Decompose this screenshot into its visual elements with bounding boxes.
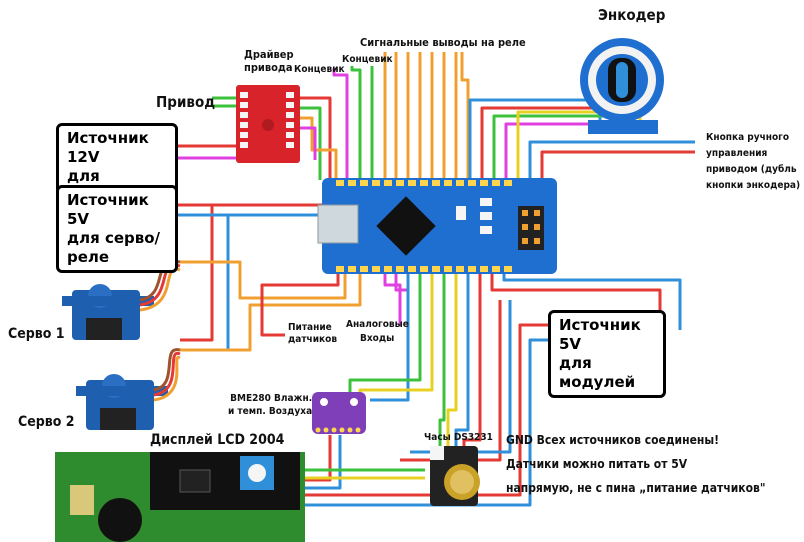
bme280-sensor [312, 392, 366, 434]
driver-label: Драйвер привода [244, 48, 294, 74]
bme280-line1: BME280 Влажн. [230, 393, 313, 404]
ds3231-clock [430, 446, 480, 506]
bme280-label: BME280 Влажн. и темп. Воздуха [228, 392, 312, 418]
relay-outputs-label: Сигнальные выводы на реле [360, 36, 526, 49]
clock-label: Часы DS3231 [424, 432, 493, 443]
manual-button-line3: приводом (дубль [706, 164, 797, 175]
manual-button-line4: кнопки энкодера) [706, 180, 801, 191]
lcd-2004-display [55, 452, 305, 542]
bme280-line2: и темп. Воздуха [228, 406, 313, 417]
ground-note-line3: напрямую, не с пина „питание датчиков" [506, 481, 766, 495]
ground-note: GND Всех источников соединены! Датчики м… [506, 428, 766, 500]
manual-button-line2: управления [706, 148, 768, 159]
servo-1 [62, 259, 181, 340]
ground-note-line2: Датчики можно питать от 5V [506, 457, 688, 471]
analog-inputs-line1: Аналоговые [346, 319, 409, 330]
ground-note-line1: GND Всех источников соединены! [506, 433, 720, 447]
analog-inputs-label: Аналоговые Входы [346, 318, 409, 346]
manual-button-label: Кнопка ручного управления приводом (дубл… [706, 130, 800, 194]
rotary-encoder [580, 38, 664, 134]
source-12v-line1: Источник 12V [67, 129, 149, 166]
analog-inputs-line2: Входы [360, 333, 395, 344]
source-5v-modules-line1: Источник 5V [559, 316, 641, 353]
source-5v-servo-box: Источник 5V для серво/реле [56, 185, 178, 273]
source-5v-modules-box: Источник 5V для модулей [548, 310, 666, 398]
arduino-nano-board [317, 178, 557, 274]
privod-label: Привод [156, 93, 216, 111]
manual-button-line1: Кнопка ручного [706, 132, 790, 143]
servo-2-label: Серво 2 [18, 414, 75, 430]
sensor-power-line2: датчиков [288, 334, 338, 345]
lcd-label: Дисплей LCD 2004 [150, 432, 285, 448]
driver-label-line1: Драйвер [244, 48, 294, 61]
servo-2 [76, 348, 181, 430]
sensor-power-line1: Питание [288, 322, 332, 333]
driver-label-line2: привода [244, 61, 293, 74]
sensor-power-label: Питание датчиков [288, 322, 337, 346]
motor-driver-board [236, 85, 300, 163]
encoder-label: Энкодер [598, 6, 666, 24]
endstop-2-label: Концевик [342, 54, 393, 65]
source-5v-modules-line2: для модулей [559, 354, 636, 391]
source-5v-servo-line1: Источник 5V [67, 191, 149, 228]
endstop-1-label: Концевик [294, 64, 345, 75]
source-5v-servo-line2: для серво/реле [67, 229, 161, 266]
servo-1-label: Серво 1 [8, 326, 65, 342]
